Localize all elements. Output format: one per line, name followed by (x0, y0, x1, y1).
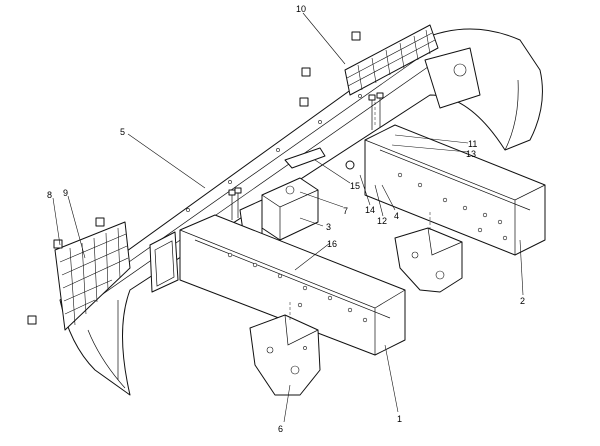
callout-16: 16 (327, 239, 337, 249)
lower-bracket-left (249, 314, 321, 396)
callout-9: 9 (63, 188, 68, 198)
lower-bracket-right (394, 227, 463, 293)
callout-14: 14 (365, 205, 375, 215)
callout-2: 2 (520, 296, 525, 306)
callout-4: 4 (394, 211, 399, 221)
clips (27, 31, 361, 325)
bumper-cover (59, 28, 543, 396)
right-mesh-grille (344, 24, 439, 96)
callout-3: 3 (326, 222, 331, 232)
callout-labels: 1 2 3 4 5 6 7 8 9 10 11 12 13 14 15 16 (47, 4, 525, 434)
callout-11: 11 (468, 139, 477, 149)
callout-13: 13 (466, 149, 476, 159)
callout-5: 5 (120, 127, 125, 137)
callout-6: 6 (278, 424, 283, 434)
leader-lines (52, 12, 524, 423)
callout-7: 7 (343, 206, 348, 216)
left-frame-rail (179, 214, 406, 356)
callout-10: 10 (296, 4, 306, 14)
right-frame-rail (364, 124, 546, 256)
callout-1: 1 (397, 414, 402, 424)
callout-8: 8 (47, 190, 52, 200)
callout-15: 15 (350, 181, 360, 191)
callout-12: 12 (377, 216, 387, 226)
left-mesh-grille (54, 221, 131, 331)
